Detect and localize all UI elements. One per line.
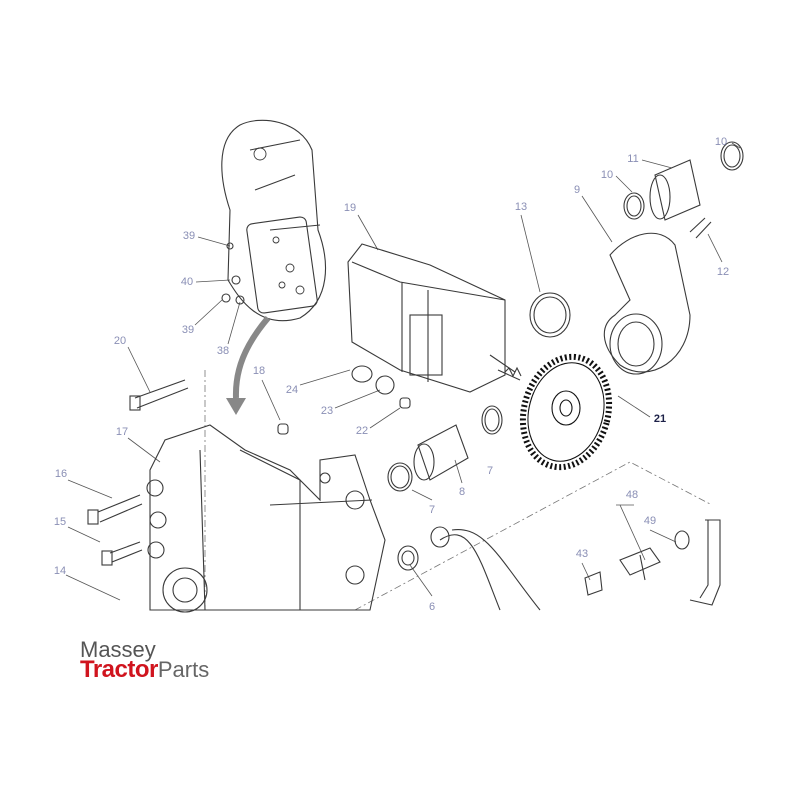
callout-label: 49	[643, 515, 657, 527]
callout-label: 16	[54, 468, 68, 480]
callout-label: 14	[53, 565, 67, 577]
callout-label: 15	[53, 516, 67, 528]
callout-label: 8	[458, 486, 466, 498]
callout-label: 7	[486, 465, 494, 477]
callout-label: 13	[514, 201, 528, 213]
callout-label: 23	[320, 405, 334, 417]
callout-label: 24	[285, 384, 299, 396]
brand-logo: Massey TractorParts	[80, 637, 210, 683]
callout-label: 19	[343, 202, 357, 214]
dashed-guide-lines	[204, 370, 713, 611]
logo-parts: Parts	[157, 657, 210, 682]
callout-label: 10	[600, 169, 614, 181]
callout-label: 18	[252, 365, 266, 377]
callout-label: 10	[714, 136, 728, 148]
callout-label: 11	[627, 153, 639, 165]
callout-label: 20	[113, 335, 127, 347]
logo-line1: Massey	[80, 637, 156, 662]
callout-label: 39	[181, 324, 195, 336]
callout-label: 48	[625, 489, 639, 501]
leader-lines	[65, 142, 741, 601]
callout-label: 6	[428, 601, 436, 613]
gear-21	[519, 353, 613, 471]
callout-label: 39	[182, 230, 196, 242]
callout-label: 9	[573, 184, 581, 196]
callout-label: 12	[716, 266, 730, 278]
callout-label: 40	[180, 276, 194, 288]
callout-label: 38	[216, 345, 230, 357]
callout-label-highlighted[interactable]: 21	[653, 413, 667, 425]
logo-tractor: Tractor	[80, 656, 158, 683]
callout-label: 17	[115, 426, 129, 438]
callout-label: 7	[428, 504, 436, 516]
callout-label: 43	[575, 548, 589, 560]
callout-label: 22	[355, 425, 369, 437]
